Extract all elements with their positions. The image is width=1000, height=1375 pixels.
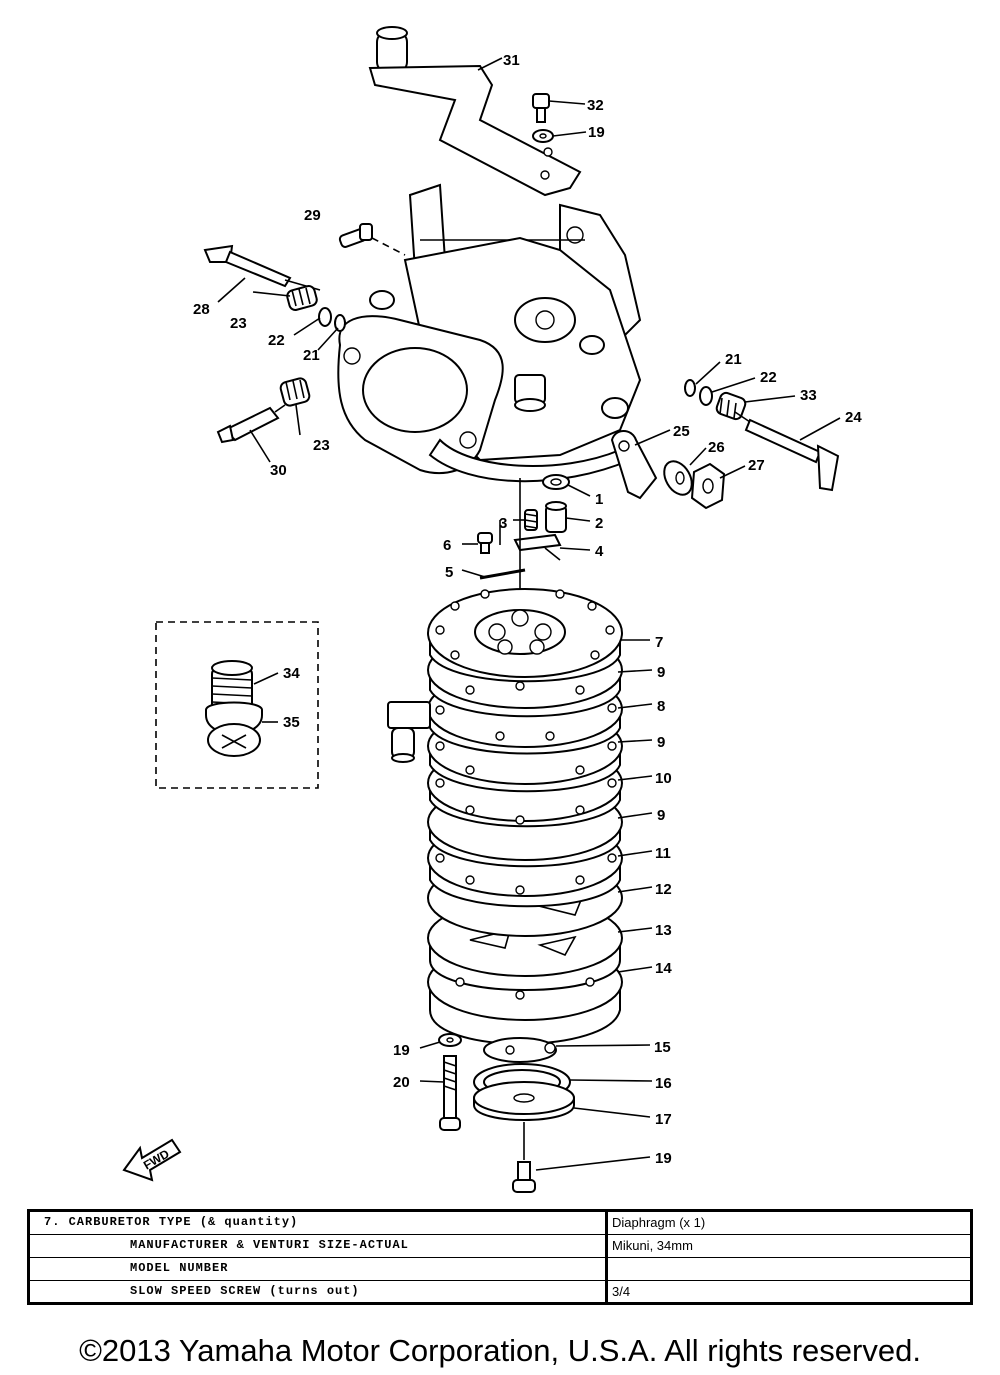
callout-6: 6 [443, 537, 451, 554]
callout-21: 21 [303, 347, 320, 364]
part-28-needle [203, 244, 321, 291]
callout-4: 4 [595, 543, 604, 560]
part-19-washer-top [532, 129, 554, 143]
part-22-oring-left [318, 307, 332, 327]
callout-23: 23 [313, 437, 330, 454]
carburetor-exploded-diagram: FWD [122, 26, 862, 1193]
callout-16: 16 [655, 1075, 672, 1092]
callout-34: 34 [283, 665, 300, 682]
part-19-bolt-bottom [512, 1161, 536, 1193]
spec-row-slow-speed-screw: SLOW SPEED SCREW (turns out) 3/4 [30, 1281, 970, 1303]
inset-box [155, 621, 319, 789]
callout-20: 20 [393, 1074, 410, 1091]
part-32-screw [532, 93, 550, 123]
callout-32: 32 [587, 97, 604, 114]
copyright-notice: ©2013 Yamaha Motor Corporation, U.S.A. A… [79, 1333, 921, 1368]
callout-27: 27 [748, 457, 765, 474]
part-31-bracket [368, 26, 582, 197]
callout-26: 26 [708, 439, 725, 456]
part-3-spring [524, 509, 538, 531]
part-22-oring-right [699, 386, 713, 406]
callout-33: 33 [800, 387, 817, 404]
part-30-screw [216, 404, 286, 444]
callout-22: 22 [268, 332, 285, 349]
callout-14: 14 [655, 960, 672, 977]
fwd-arrow-icon: FWD [122, 1138, 182, 1182]
part-35-washer [205, 701, 263, 757]
spec-label: MANUFACTURER & VENTURI SIZE-ACTUAL [130, 1238, 409, 1252]
callout-15: 15 [654, 1039, 671, 1056]
spec-label: MODEL NUMBER [130, 1261, 229, 1275]
callout-3: 3 [499, 515, 507, 532]
callout-24: 24 [845, 409, 862, 426]
callout-31: 31 [503, 52, 520, 69]
callout-28: 28 [193, 301, 210, 318]
part-21-washer-right [684, 379, 696, 397]
spec-value: Diaphragm (x 1) [612, 1215, 706, 1230]
callout-7: 7 [655, 634, 663, 651]
part-1-valve-seat [542, 474, 570, 490]
callout-10: 10 [655, 770, 672, 787]
part-4-lever-arm [513, 533, 562, 561]
part-carburetor-body [337, 183, 642, 483]
callout-19: 19 [393, 1042, 410, 1059]
spec-value: Mikuni, 34mm [612, 1238, 693, 1253]
part-23-spring-upper [286, 285, 318, 311]
part-5-pin [479, 568, 526, 580]
part-19-washer-mid [438, 1033, 462, 1047]
callout-21: 21 [725, 351, 742, 368]
part-21-washer-left [334, 314, 346, 332]
callout-35: 35 [283, 714, 300, 731]
part-33-spring [715, 391, 747, 421]
part-29-screw [338, 223, 406, 256]
callout-1: 1 [595, 491, 603, 508]
callout-30: 30 [270, 462, 287, 479]
callout-8: 8 [657, 698, 665, 715]
diaphragm-plate-stack [427, 588, 623, 1045]
callout-12: 12 [655, 881, 672, 898]
spec-value: 3/4 [612, 1284, 631, 1299]
part-15-filter [483, 1037, 557, 1063]
callout-19: 19 [588, 124, 605, 141]
spec-row-manufacturer: MANUFACTURER & VENTURI SIZE-ACTUAL Mikun… [30, 1235, 970, 1258]
part-23-spring-lower [279, 377, 311, 407]
callout-9: 9 [657, 807, 665, 824]
part-6-screw [477, 532, 493, 554]
part-2-needle-valve [545, 501, 567, 533]
part-24-needle [734, 411, 840, 492]
callout-29: 29 [304, 207, 321, 224]
callout-11: 11 [655, 845, 671, 862]
leader-lines [217, 57, 841, 1171]
callout-9: 9 [657, 734, 665, 751]
part-25-lever [610, 430, 658, 500]
callout-labels: 31 32 19 29 28 23 22 21 23 30 21 22 33 2… [193, 52, 862, 1167]
spec-row-carburetor-type: 7. CARBURETOR TYPE (& quantity) Diaphrag… [30, 1212, 970, 1235]
part-26-washer [663, 460, 693, 496]
part-34-plug [211, 660, 253, 711]
carburetor-spec-table: 7. CARBURETOR TYPE (& quantity) Diaphrag… [27, 1209, 973, 1305]
part-27-nut [690, 462, 726, 510]
fuel-inlet-fitting [387, 701, 431, 763]
callout-23: 23 [230, 315, 247, 332]
callout-5: 5 [445, 564, 453, 581]
spec-label: SLOW SPEED SCREW (turns out) [130, 1284, 360, 1298]
spec-label: 7. CARBURETOR TYPE (& quantity) [44, 1215, 299, 1229]
part-17-cover [473, 1081, 575, 1121]
callout-2: 2 [595, 515, 603, 532]
callout-13: 13 [655, 922, 672, 939]
callout-25: 25 [673, 423, 690, 440]
callout-9: 9 [657, 664, 665, 681]
callout-19: 19 [655, 1150, 672, 1167]
spec-row-model-number: MODEL NUMBER [30, 1258, 970, 1281]
part-20-bolt [439, 1055, 461, 1131]
callout-17: 17 [655, 1111, 672, 1128]
callout-22: 22 [760, 369, 777, 386]
